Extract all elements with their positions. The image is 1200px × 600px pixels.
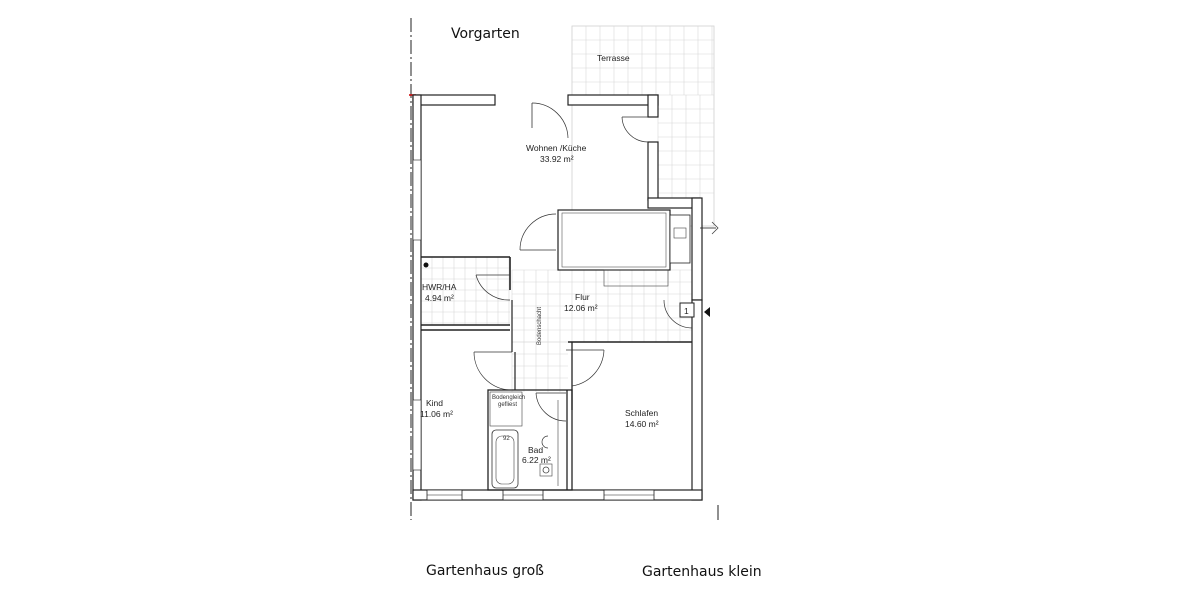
bodenschacht-label: Bodenschacht bbox=[537, 307, 543, 345]
bodengleich-label: Bodengleich bbox=[492, 395, 525, 401]
flur-name: Flur bbox=[575, 292, 590, 302]
gartenhaus-klein-label: Gartenhaus klein bbox=[642, 564, 762, 580]
schlafen-area: 14.60 m² bbox=[625, 419, 659, 429]
vorgarten-label: Vorgarten bbox=[451, 26, 520, 42]
schlafen-name: Schlafen bbox=[625, 408, 658, 418]
windows bbox=[412, 159, 655, 501]
gartenhaus-gross-label: Gartenhaus groß bbox=[426, 563, 544, 579]
terrace-tiling bbox=[571, 25, 715, 227]
wohnen-area: 33.92 m² bbox=[540, 154, 574, 164]
tub-size-label: 92 bbox=[503, 436, 510, 442]
terrasse-label: Terrasse bbox=[597, 53, 630, 63]
kind-name: Kind bbox=[426, 398, 443, 408]
bad-name: Bad bbox=[528, 445, 543, 455]
hwr-area: 4.94 m² bbox=[425, 293, 454, 303]
entrance-number: 1 bbox=[684, 306, 689, 316]
misc-markers bbox=[423, 221, 719, 520]
bathroom-fixtures bbox=[489, 391, 559, 489]
wohnen-name: Wohnen /Küche bbox=[526, 143, 587, 153]
outer-walls bbox=[412, 94, 703, 501]
kind-area: 11.06 m² bbox=[420, 409, 453, 419]
gefliest-label: gefliest bbox=[498, 402, 517, 408]
inner-walls bbox=[421, 209, 695, 491]
flur-area: 12.06 m² bbox=[564, 303, 598, 313]
hwr-name: HWR/HA bbox=[422, 282, 457, 292]
bad-area: 6.22 m² bbox=[522, 455, 551, 465]
doors bbox=[473, 102, 693, 422]
